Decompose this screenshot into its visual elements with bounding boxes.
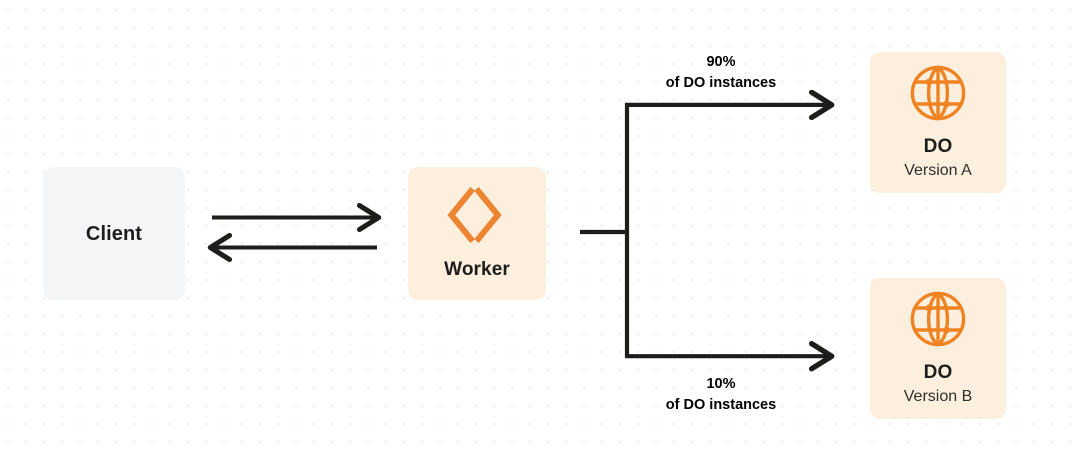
node-do-version-b[interactable]: DO Version B bbox=[870, 278, 1006, 419]
edge-label-do-a: 90% of DO instances bbox=[621, 52, 821, 93]
edge-label-do-b: 10% of DO instances bbox=[621, 374, 821, 415]
globe-icon bbox=[910, 65, 966, 121]
edge-label-do-b-percent: 10% bbox=[706, 376, 736, 392]
node-worker[interactable]: Worker bbox=[408, 167, 546, 300]
cloudflare-workers-icon bbox=[447, 187, 502, 244]
node-client[interactable]: Client bbox=[43, 167, 185, 300]
edge-worker-split-trunk bbox=[580, 104, 630, 357]
edge-label-do-a-description: of DO instances bbox=[665, 74, 777, 91]
node-do-version-b-sublabel: Version B bbox=[903, 387, 973, 405]
node-do-version-a-label: DO bbox=[923, 136, 953, 158]
node-worker-label: Worker bbox=[444, 259, 510, 281]
node-do-version-a[interactable]: DO Version A bbox=[870, 52, 1006, 193]
node-client-label: Client bbox=[85, 222, 143, 245]
edge-label-do-a-percent: 90% bbox=[706, 54, 736, 70]
edge-label-do-b-description: of DO instances bbox=[665, 396, 777, 413]
globe-icon bbox=[910, 291, 966, 347]
node-do-version-b-label: DO bbox=[923, 362, 953, 384]
node-do-version-a-sublabel: Version A bbox=[904, 161, 972, 179]
